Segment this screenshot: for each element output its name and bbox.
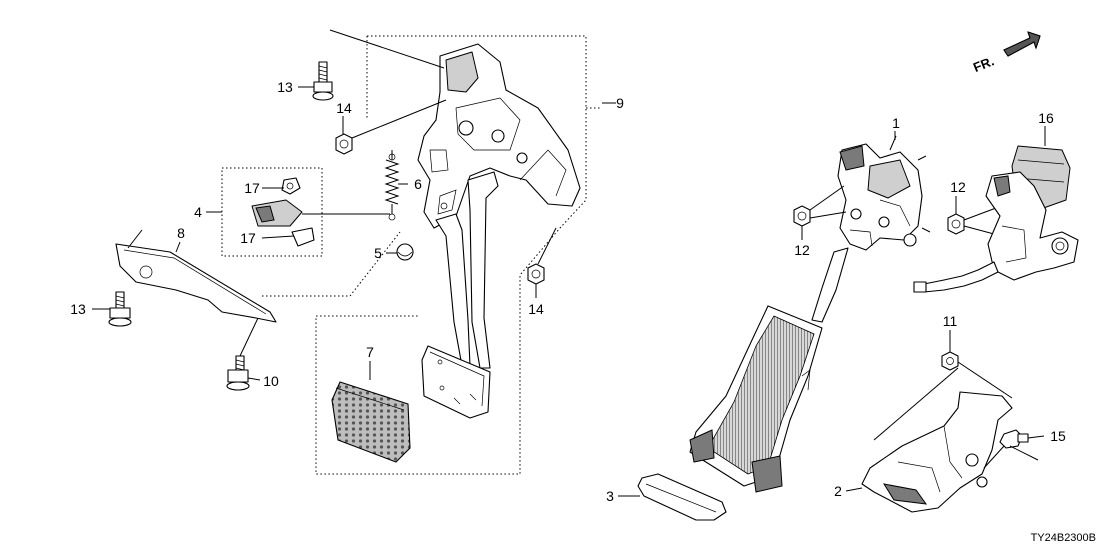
nut-11 — [873, 351, 1013, 441]
callout-12-left: 12 — [794, 242, 810, 258]
bolt-15 — [983, 429, 1039, 469]
callout-17-top: 17 — [244, 180, 260, 196]
actuator-unit — [913, 145, 1079, 293]
callout-6: 6 — [414, 176, 422, 192]
callout-8: 8 — [177, 225, 185, 241]
assembly-box-9 — [262, 35, 602, 475]
pedal-pad — [331, 381, 411, 463]
callout-13-top: 13 — [277, 79, 293, 95]
callout-2: 2 — [834, 483, 842, 499]
nut-left — [335, 99, 447, 155]
accelerator-bracket — [861, 391, 1013, 513]
nut-12-right — [947, 207, 997, 235]
callout-3: 3 — [606, 488, 614, 504]
pedal-cover — [115, 229, 277, 323]
bolt-lower-left — [108, 291, 132, 327]
accelerator-pad-cover — [637, 473, 727, 521]
callout-labels: 1 2 3 4 5 6 7 8 9 10 11 12 12 13 13 14 1… — [70, 79, 1066, 504]
accelerator-pedal — [689, 305, 823, 493]
callout-16: 16 — [1038, 110, 1054, 126]
callout-14-top: 14 — [336, 100, 352, 116]
nut-right — [527, 227, 557, 285]
diagram-code: TY24B2300B — [1031, 532, 1096, 544]
front-direction-indicator: FR. — [971, 31, 1041, 75]
pedal-plate — [421, 345, 491, 419]
stop-switch-box — [206, 167, 390, 257]
front-label: FR. — [971, 53, 996, 75]
callout-15: 15 — [1050, 428, 1066, 444]
callout-4: 4 — [194, 204, 202, 220]
callout-11: 11 — [943, 313, 958, 329]
callout-5: 5 — [374, 245, 382, 261]
callout-9: 9 — [616, 95, 624, 111]
pedal-stop-clip — [396, 243, 414, 261]
callout-7: 7 — [366, 344, 374, 360]
callout-1: 1 — [892, 115, 900, 131]
bolt-10 — [226, 317, 259, 391]
callout-17-bottom: 17 — [240, 230, 256, 246]
brake-pedal-bracket — [417, 43, 581, 369]
accelerator-pedal-module — [811, 135, 931, 323]
callout-13-left: 13 — [70, 301, 86, 317]
callout-12-right: 12 — [950, 179, 966, 195]
callout-14-bottom: 14 — [528, 301, 544, 317]
bolt-top — [312, 29, 445, 101]
callout-10: 10 — [263, 373, 279, 389]
return-spring — [384, 150, 400, 221]
leader-lines — [92, 86, 1046, 497]
nut-12-left — [793, 185, 847, 227]
